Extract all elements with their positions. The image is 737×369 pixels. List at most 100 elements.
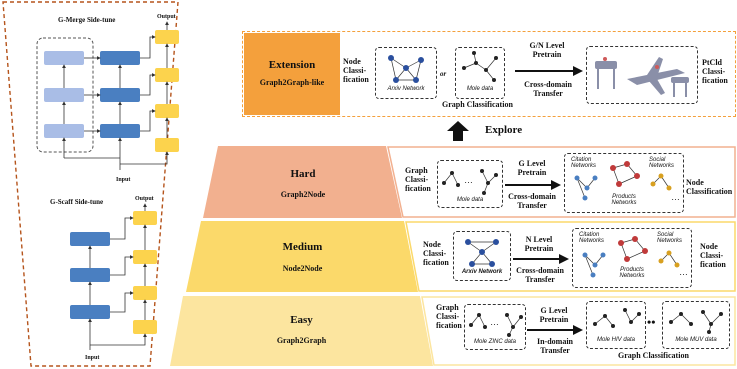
ext-pointcloud-box [586,46,698,104]
scaff-blue-block-1 [70,232,110,246]
merge-lightblue-block-3 [44,124,84,138]
medium-arxiv-label: Arxiv Network [461,269,503,275]
hard-subtitle: Graph2Node [280,190,326,199]
easy-left-label: Graph Classi- fication [436,303,462,330]
medium-subtitle: Node2Node [282,264,323,273]
ext-arxiv-box: Arxiv Network [375,47,437,99]
explore-arrow-icon [447,121,469,141]
merge-input-label: Input [116,177,131,183]
svg-text:…: … [679,267,688,277]
hard-mole-box: … Mole data [437,160,503,208]
merge-lightblue-block-1 [44,51,84,65]
ext-or-label: or [440,70,447,78]
easy-hiv-label: Mole HIV data [596,337,636,343]
easy-arrow-top-label: G Level Pretrain [539,306,569,324]
hard-target-box: Citation Networks Social Networks Produc… [564,153,684,213]
medium-arrow-top-label: N Level Pretrain [524,235,554,253]
medium-arrow [513,254,569,264]
hard-right-label: Node Classification [686,178,733,196]
hard-citation-label: Citation Networks [571,157,597,169]
hard-social-label: Social Networks [649,157,675,169]
scaff-title: G-Scaff Side-tune [50,198,104,206]
medium-arxiv-icon [465,239,499,267]
merge-blue-block-3 [100,124,140,138]
hard-mole-icon: … [442,169,498,195]
medium-left-label: Node Classi- fication [423,240,449,267]
easy-zinc-icon: … [469,313,523,337]
hard-title: Hard [290,168,316,180]
tier-medium-shape [186,221,418,292]
scaff-yellow-block-4 [133,320,157,334]
ext-arrow [515,66,583,76]
medium-title: Medium [282,241,323,253]
arxiv-graph-icon [388,55,424,83]
extension-title: Extension [268,59,316,71]
scaff-yellow-block-1 [133,211,157,225]
left-panel-frame [2,1,179,367]
merge-title: G-Merge Side-tune [58,16,116,24]
scaff-output-label: Output [135,196,154,202]
easy-muv-label: Mole MUV data [675,337,717,343]
medium-products-label: Products Networks [619,267,645,279]
svg-text:…: … [464,175,473,185]
medium-target-box: Citation Networks Social Networks Produc… [572,228,692,288]
easy-zinc-label: Mole ZINC data [473,339,516,345]
merge-output-label: Output [157,14,176,20]
medium-citation-label: Citation Networks [579,232,605,244]
easy-arrow [527,325,583,335]
medium-network-icons: … [582,236,688,278]
explore-label: Explore [485,124,523,136]
merge-blue-block-1 [100,51,140,65]
merge-yellow-block-3 [155,104,179,118]
extension-subtitle: Graph2Graph-like [259,78,325,87]
ext-right-label: PtCld Classi- fication [702,58,728,85]
ext-arxiv-label: Arxiv Network [387,86,425,92]
extension-tier: Extension Graph2Graph-like [244,33,340,115]
scaff-diagram [70,203,157,350]
tier-hard-shape [203,146,402,218]
hard-network-icons: … [574,161,680,202]
medium-arrow-bottom-label: Cross-domain Transfer [516,266,564,284]
scaff-yellow-block-2 [133,250,157,264]
easy-muv-icon [669,310,723,334]
hard-mole-label: Mole data [456,197,484,203]
extension-left-label: Node Classi- fication [343,57,369,84]
medium-arxiv-box: Arxiv Network [453,231,511,281]
merge-lightblue-block-2 [44,88,84,102]
easy-zinc-box: … Mole ZINC data [464,304,526,350]
easy-ellipsis: •• [647,315,656,329]
hard-products-label: Products Networks [611,194,637,206]
easy-subtitle: Graph2Graph [276,336,327,345]
hard-arrow-top-label: G Level Pretrain [517,159,547,177]
hard-arrow-bottom-label: Cross-domain Transfer [508,192,556,210]
pointcloud-icon [595,57,689,97]
easy-graph-cls-label: Graph Classification [618,351,689,360]
medium-social-label: Social Networks [657,232,683,244]
merge-yellow-block-2 [155,68,179,82]
merge-yellow-block-4 [155,138,179,152]
ext-arrow-bottom-label: Cross-domain Transfer [524,80,572,98]
ext-mole-box: Mole data [455,47,505,99]
easy-arrow-bottom-label: In-domain Transfer [536,337,573,355]
ext-graph-cls-label: Graph Classification [442,100,513,109]
easy-title: Easy [290,314,313,326]
easy-muv-box: Mole MUV data [662,301,730,349]
tier-easy-shape [170,296,433,366]
svg-text:…: … [671,192,680,202]
hard-arrow [505,180,561,190]
merge-blue-block-2 [100,88,140,102]
merge-yellow-block-1 [155,30,179,44]
easy-hiv-box: Mole HIV data [586,301,646,349]
scaff-yellow-block-3 [133,286,157,300]
scaff-input-label: Input [85,355,100,361]
ext-arrow-top-label: G/N Level Pretrain [529,41,565,59]
scaff-blue-block-3 [70,305,110,319]
easy-hiv-icon [593,308,641,328]
hard-left-label: Graph Classi- fication [405,166,431,193]
svg-text:…: … [490,317,499,327]
ext-mole-label: Mole data [466,86,494,92]
extension-frame [242,31,736,117]
merge-diagram [36,21,179,170]
scaff-blue-block-2 [70,268,110,282]
